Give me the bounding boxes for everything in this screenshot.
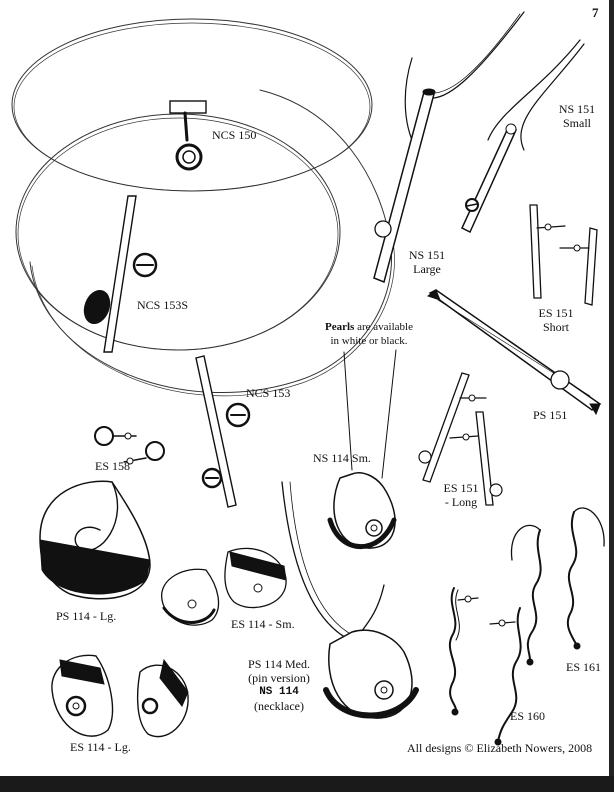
- label-ns151-small: NS 151 Small: [552, 102, 602, 130]
- page-edge-right: [609, 0, 614, 792]
- label-ps114-med-line3: NS 114: [259, 686, 299, 698]
- pearls-note: Pearls are available in white or black.: [310, 320, 428, 348]
- ps114-medium-pendant: [281, 481, 419, 719]
- label-ncs153: NCS 153: [246, 386, 291, 400]
- ns114-small-pendant: [327, 349, 397, 549]
- ns151-large-pendant: [373, 11, 525, 284]
- label-ps114-med-line4: (necklace): [254, 699, 304, 713]
- label-es151-long-line2: - Long: [444, 495, 478, 509]
- page-edge-bottom: [0, 776, 614, 792]
- label-es151-short-line1: ES 151: [538, 306, 574, 320]
- neck-wire-ncs150: [11, 18, 373, 192]
- label-ncs153s: NCS 153S: [137, 298, 189, 312]
- credit-line: All designs © Elizabeth Nowers, 2008: [407, 741, 593, 755]
- neck-wire-ncs153s: [15, 113, 341, 351]
- ncs150-pendant: [169, 100, 207, 171]
- label-ns151-small-line2: Small: [562, 116, 591, 130]
- label-es151-long-line1: ES 151: [443, 481, 479, 495]
- label-ps114-med-line2: (pin version): [248, 671, 310, 685]
- label-ps114-lg: PS 114 - Lg.: [56, 609, 117, 623]
- label-es114-lg: ES 114 - Lg.: [70, 740, 131, 754]
- pearls-note-line2: in white or black.: [330, 335, 408, 347]
- label-ns151-large: NS 151 Large: [402, 248, 452, 276]
- ns151-small-pendant: [461, 39, 585, 234]
- label-ps114-med: PS 114 Med. (pin version) NS 114 (neckla…: [238, 657, 320, 713]
- neck-wire-ncs153: [29, 89, 395, 397]
- label-ns114-sm: NS 114 Sm.: [313, 451, 371, 465]
- label-ns151-large-line1: NS 151: [408, 248, 446, 262]
- pearls-note-bold: Pearls: [325, 321, 355, 333]
- label-es151-short-line2: Short: [542, 320, 569, 334]
- ps114-large-pin: [39, 480, 151, 600]
- es151-short-earrings: [529, 204, 598, 306]
- label-ps114-med-line1: PS 114 Med.: [248, 657, 310, 671]
- es161-earrings: [510, 507, 605, 666]
- pearls-note-line1: Pearls are available: [310, 320, 428, 334]
- label-ps151: PS 151: [533, 408, 568, 422]
- label-es151-short: ES 151 Short: [531, 306, 581, 334]
- label-es158: ES 158: [95, 459, 131, 473]
- es114-small-earrings: [161, 547, 287, 626]
- label-es114-sm: ES 114 - Sm.: [231, 617, 295, 631]
- ncs153s-pendant: [83, 195, 158, 353]
- label-ns151-small-line1: NS 151: [558, 102, 596, 116]
- es160-earrings: [449, 587, 522, 746]
- label-es161: ES 161: [566, 660, 602, 674]
- ps151-pin: [426, 289, 602, 416]
- page-number: 7: [592, 5, 599, 20]
- es158-earrings: [94, 426, 165, 465]
- label-ncs150: NCS 150: [212, 128, 257, 142]
- es151-long-earrings: [418, 372, 503, 506]
- pearls-note-rest: are available: [357, 321, 413, 333]
- es114-large-earrings: [51, 654, 189, 738]
- label-es151-long: ES 151 - Long: [437, 481, 485, 509]
- ncs153-pendant: [195, 355, 251, 508]
- label-ns151-large-line2: Large: [413, 262, 441, 276]
- label-es160: ES 160: [510, 709, 546, 723]
